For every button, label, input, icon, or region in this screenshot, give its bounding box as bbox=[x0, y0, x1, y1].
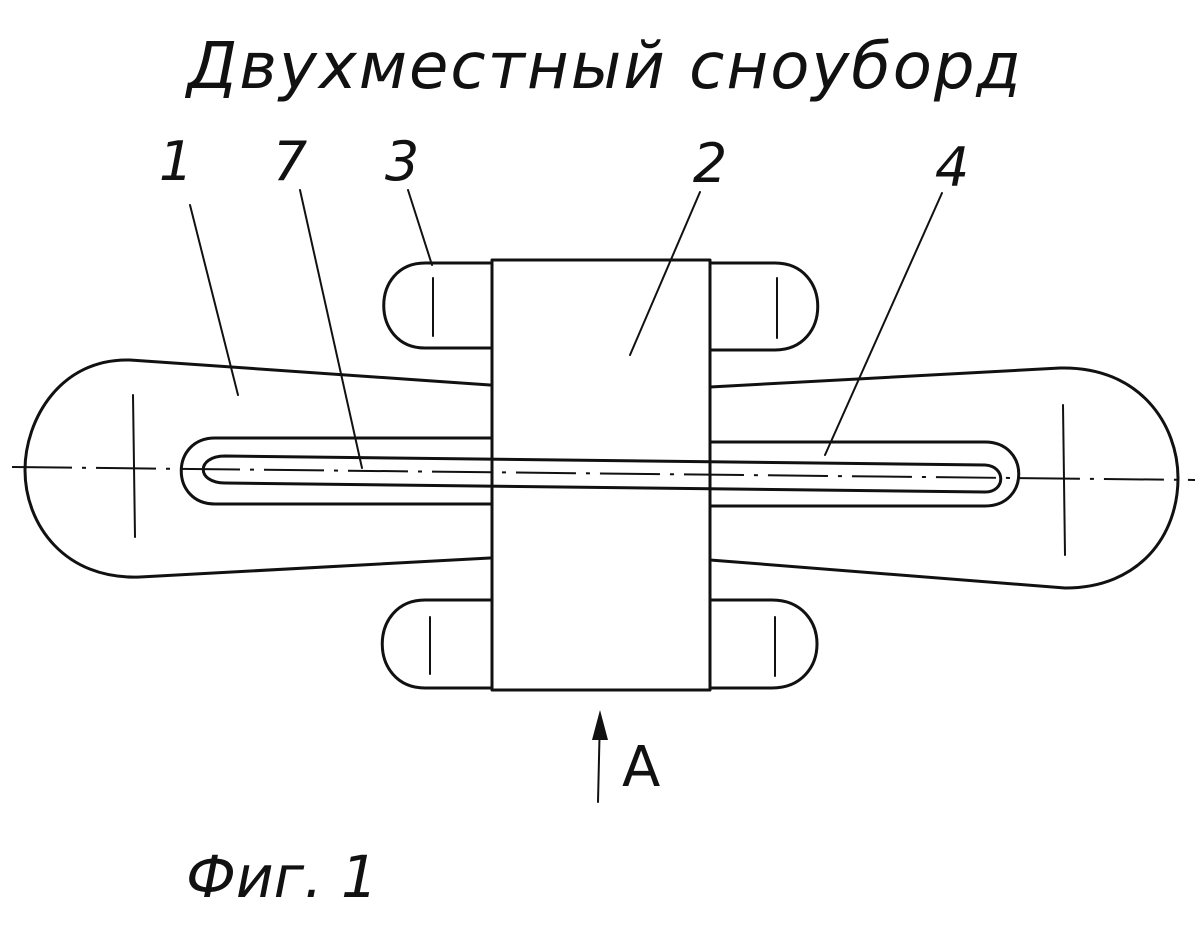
central-seat-block bbox=[490, 258, 712, 692]
leader-line-3 bbox=[407, 189, 433, 266]
binding-top-right bbox=[708, 261, 820, 352]
right-tip-centerline bbox=[1062, 404, 1066, 556]
callout-1: 1 bbox=[159, 130, 193, 193]
binding-bottom-left bbox=[380, 598, 492, 690]
figure-label: Фиг. 1 bbox=[186, 843, 378, 911]
inner-rail bbox=[201, 454, 1003, 494]
drawing-title: Двухместный сноуборд bbox=[184, 30, 1022, 104]
callout-4: 4 bbox=[935, 136, 969, 199]
callout-2: 2 bbox=[693, 132, 727, 195]
leader-line-4 bbox=[824, 192, 943, 456]
left-tip-centerline bbox=[132, 394, 136, 538]
binding-bottom-right bbox=[708, 598, 819, 690]
left-board-tip bbox=[23, 358, 492, 579]
right-board-tip bbox=[708, 366, 1180, 590]
leader-line-2 bbox=[629, 191, 701, 356]
callout-7: 7 bbox=[273, 130, 307, 193]
callout-3: 3 bbox=[385, 130, 419, 193]
binding-top-left bbox=[382, 261, 492, 350]
outer-slot bbox=[179, 436, 1021, 508]
leader-line-1 bbox=[189, 204, 239, 396]
view-label: A bbox=[622, 735, 660, 800]
leader-line-7 bbox=[299, 189, 363, 469]
center-axis bbox=[11, 466, 1196, 481]
view-arrow-head bbox=[592, 710, 608, 740]
